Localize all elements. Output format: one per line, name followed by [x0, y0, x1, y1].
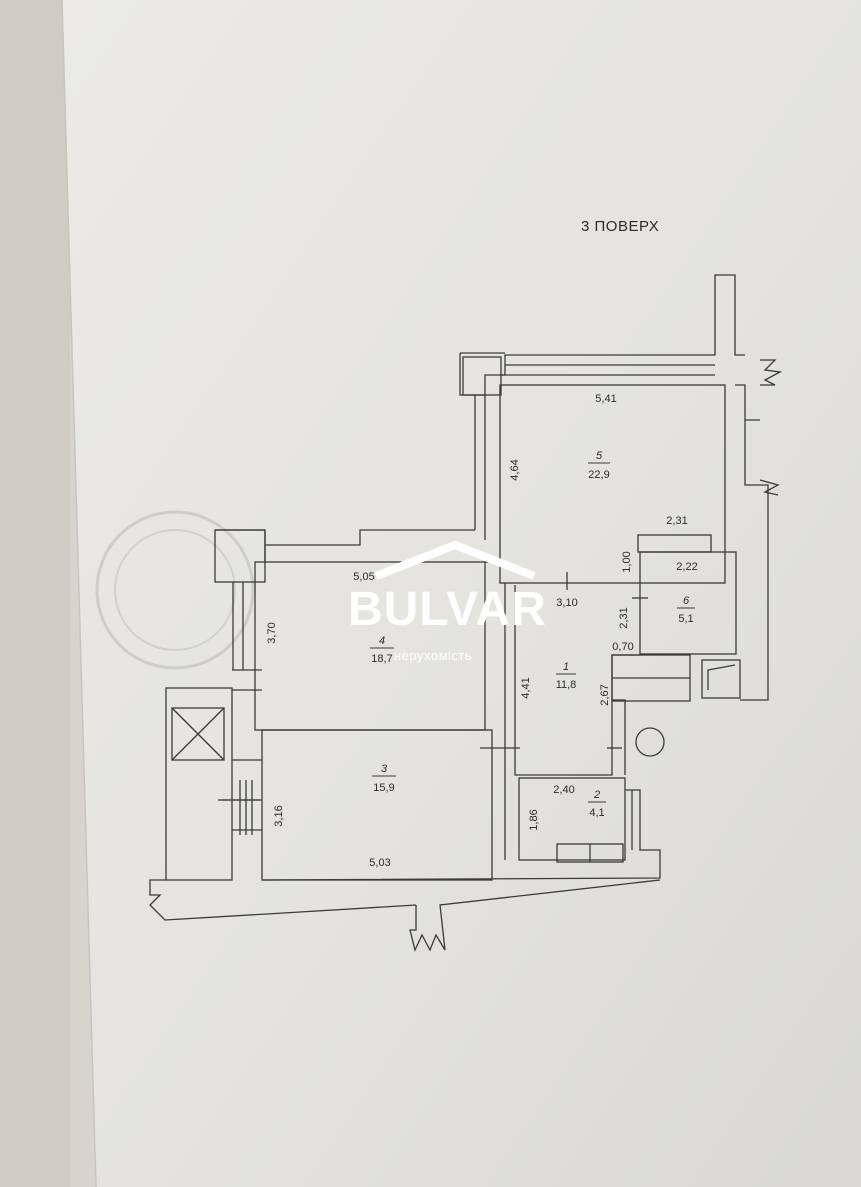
room-number: 1: [563, 661, 569, 673]
dimension-label: 5,05: [353, 571, 374, 583]
watermark-tagline: нерухомість: [394, 648, 473, 663]
floor-title: 3 ПОВЕРХ: [581, 218, 660, 235]
room-2-labels: 2 4,1: [588, 789, 606, 819]
room-area: 5,1: [678, 613, 693, 625]
dimension-label: 2,67: [599, 684, 611, 705]
dimension-label: 5,41: [595, 393, 616, 405]
room-area: 18,7: [371, 653, 392, 665]
watermark-roof-icon: [374, 541, 536, 580]
dimension-label: 1,86: [528, 809, 540, 830]
dimension-label: 5,03: [369, 857, 390, 869]
room-area: 11,8: [556, 679, 577, 691]
dimension-label: 2,40: [553, 784, 574, 796]
room-area: 15,9: [373, 782, 394, 794]
dimension-label: 3,16: [273, 805, 285, 826]
dimension-labels: 5,41 4,64 2,31 1,00 2,22 2,31 0,70 3,10 …: [266, 393, 698, 869]
walls: [149, 274, 783, 952]
room-1-labels: 1 11,8: [556, 661, 577, 691]
room-number: 2: [593, 789, 600, 801]
room-5-labels: 5 22,9: [588, 450, 610, 481]
room-number: 4: [379, 635, 385, 647]
faded-stamp: [95, 510, 255, 670]
dimension-label: 0,70: [612, 641, 633, 653]
room-number: 5: [596, 450, 603, 462]
dimension-label: 3,70: [266, 622, 278, 643]
room-number: 6: [683, 595, 690, 607]
dimension-label: 2,31: [618, 607, 630, 628]
watermark-logo: BULVAR: [348, 583, 547, 636]
dimension-label: 1,00: [621, 551, 633, 572]
dimension-label: 4,41: [520, 677, 532, 698]
dimension-label: 2,22: [676, 561, 697, 573]
table-surface: [0, 0, 70, 1187]
dimension-label: 2,31: [666, 515, 687, 527]
room-4-labels: 4 18,7: [370, 635, 394, 665]
room-area: 4,1: [589, 807, 604, 819]
dimension-label: 4,64: [509, 459, 521, 480]
room-area: 22,9: [588, 469, 609, 481]
room-6-labels: 6 5,1: [677, 595, 695, 625]
room-3-labels: 3 15,9: [372, 763, 396, 794]
dimension-label: 3,10: [556, 597, 577, 609]
room-number: 3: [381, 763, 388, 775]
